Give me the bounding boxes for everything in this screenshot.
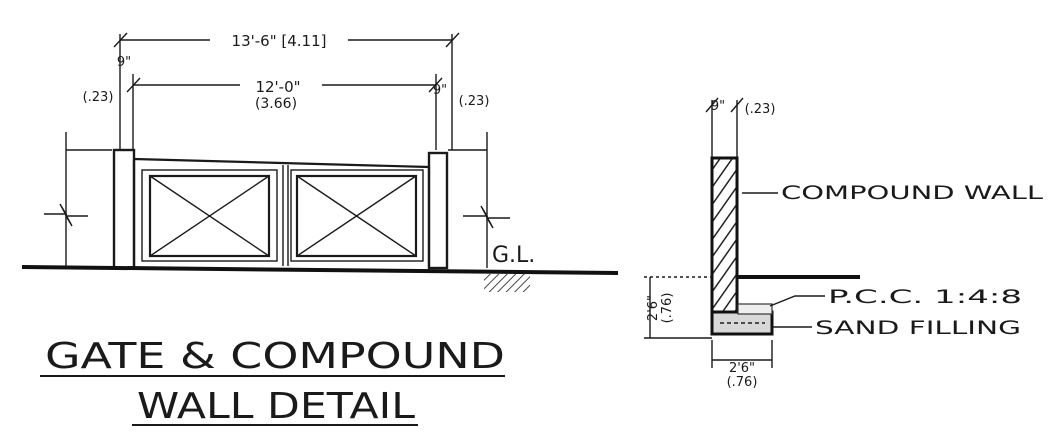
gate-leaf-left <box>141 169 278 262</box>
depth-dim-metric: (.76) <box>660 293 675 324</box>
sand-filling-label: SAND FILLING <box>815 317 1021 339</box>
overall-dimension: 13'-6" [4.11] <box>113 32 460 150</box>
pcc-label: P.C.C. 1:4:8 <box>828 286 1022 308</box>
gate-elevation: 13'-6" [4.11] 12'-0" (3.66) 9" (.23) 9" … <box>21 32 619 292</box>
ground-line <box>21 265 619 275</box>
sand-filling <box>737 303 773 315</box>
opening-dimension: 12'-0" (3.66) <box>126 74 443 150</box>
compound-wall-label: COMPOUND WALL <box>781 182 1044 204</box>
wall-stub-left <box>44 132 112 268</box>
overall-dim-text: 13'-6" [4.11] <box>232 32 327 50</box>
ground-hatch <box>484 274 530 292</box>
drawing-title: GATE & COMPOUND WALL DETAIL <box>40 336 505 427</box>
right-pier <box>427 151 449 270</box>
left-pier <box>112 148 136 270</box>
wall-thickness-metric: (.23) <box>745 102 776 117</box>
opening-dim-text: 12'-0" <box>255 78 300 96</box>
right-pier-metric: (.23) <box>459 94 490 109</box>
gate-leaf-right <box>290 169 424 262</box>
ground-level-label: G.L. <box>492 243 535 268</box>
compound-wall-section <box>710 156 739 316</box>
left-pier-dim: 9" <box>117 55 131 70</box>
wall-section: 9" (.23) COMPOUND WALL P.C.C. 1:4:8 SAND… <box>644 97 1044 390</box>
depth-dim: 2'6" <box>646 295 661 321</box>
title-line-2: WALL DETAIL <box>137 386 415 427</box>
opening-dim-metric: (3.66) <box>255 96 297 112</box>
left-pier-metric: (.23) <box>83 90 114 105</box>
gate-frame <box>132 157 431 266</box>
wall-stub-right <box>448 132 510 268</box>
width-dim-metric: (.76) <box>727 375 758 390</box>
right-pier-dim: 9" <box>433 83 447 98</box>
wall-thickness-dim: 9" <box>711 99 725 114</box>
title-line-1: GATE & COMPOUND <box>45 336 505 377</box>
width-dim: 2'6" <box>729 361 755 376</box>
